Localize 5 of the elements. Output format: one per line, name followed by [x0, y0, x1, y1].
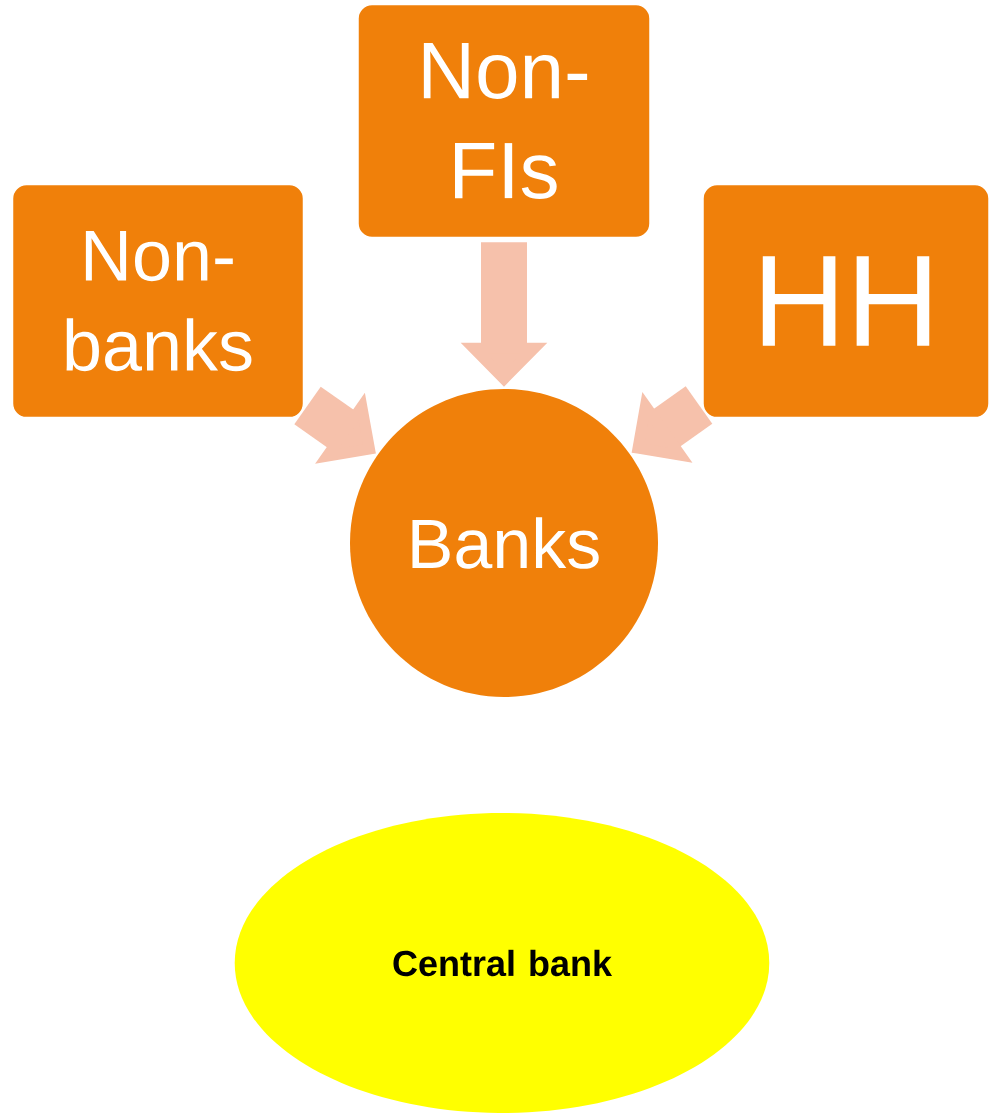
circle-node: Banks [350, 389, 658, 697]
ellipse-node: Central bank [234, 813, 770, 1113]
process-box: Non-banks [11, 183, 305, 419]
process-box: HH [702, 183, 989, 419]
process-box: Non-FIs [357, 3, 651, 239]
